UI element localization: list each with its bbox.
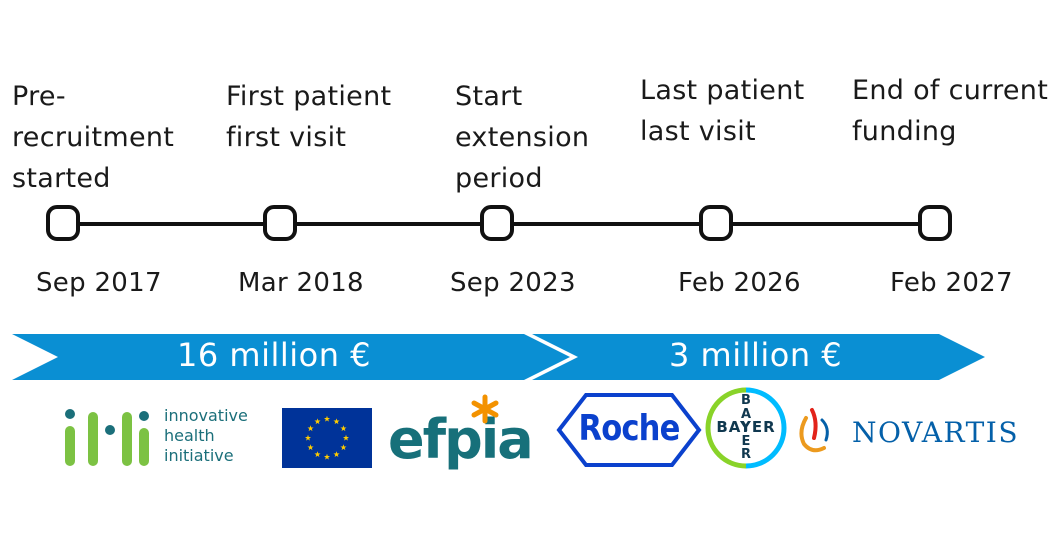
eu-star-icon <box>340 444 347 451</box>
novartis-logo: NOVARTIS <box>794 404 1050 462</box>
ihi-logo: innovative health initiative <box>62 404 272 470</box>
eu-star-icon <box>340 425 347 432</box>
eu-star-icon <box>314 451 321 458</box>
timeline-connector <box>80 222 263 226</box>
ihi-mark-icon <box>65 409 149 466</box>
efpia-logo-text: efpia <box>388 408 534 471</box>
roche-logo-text: Roche <box>578 408 680 449</box>
milestone-date-1: Sep 2017 <box>36 268 162 298</box>
milestone-label-4: Last patient last visit <box>640 75 805 147</box>
timeline-node-2 <box>263 205 297 241</box>
milestone-label-2: First patient first visit <box>226 81 392 153</box>
eu-star-icon <box>333 418 340 425</box>
milestone-label-1: Pre- recruitment started <box>12 81 175 194</box>
timeline-connector <box>733 222 918 226</box>
bayer-cross-icon <box>705 387 787 469</box>
milestone-label-5: End of current funding <box>852 75 1049 147</box>
eu-star-icon <box>323 415 331 422</box>
funding-arrow-1 <box>12 334 570 380</box>
funding-amount-2: 3 million € <box>669 336 843 374</box>
bayer-logo-text-horizontal: BAYER <box>716 418 776 436</box>
timeline-connector <box>514 222 699 226</box>
eu-flag-icon <box>282 408 372 468</box>
timeline-node-5 <box>918 205 952 241</box>
milestone-date-5: Feb 2027 <box>890 268 1013 298</box>
milestone-date-2: Mar 2018 <box>238 268 364 298</box>
ihi-logo-text: innovative health initiative <box>164 406 248 465</box>
novartis-logo-text: NOVARTIS <box>852 416 1020 449</box>
milestone-date-3: Sep 2023 <box>450 268 576 298</box>
timeline-connector <box>297 222 480 226</box>
roche-logo: Roche <box>556 392 702 468</box>
eu-star-icon <box>304 434 312 441</box>
novartis-flame-icon <box>799 408 829 453</box>
funding-arrow-2 <box>532 334 985 380</box>
eu-star-icon <box>307 425 314 432</box>
milestone-date-4: Feb 2026 <box>678 268 801 298</box>
eu-star-icon <box>323 453 331 460</box>
timeline-node-4 <box>699 205 733 241</box>
roche-hexagon-icon <box>556 393 702 467</box>
eu-star-icon <box>314 418 321 425</box>
eu-star-icon <box>307 444 314 451</box>
efpia-asterisk-icon <box>471 394 499 424</box>
timeline-node-1 <box>46 205 80 241</box>
milestone-label-3: Start extension period <box>455 81 590 194</box>
efpia-logo: efpia <box>388 394 534 476</box>
timeline-node-3 <box>480 205 514 241</box>
eu-star-icon <box>342 434 350 441</box>
eu-star-icon <box>333 451 340 458</box>
bayer-logo-text-vertical: BAYER <box>740 393 752 462</box>
funding-amount-1: 16 million € <box>177 336 372 374</box>
bayer-logo: BAYER BAYER <box>704 386 788 470</box>
